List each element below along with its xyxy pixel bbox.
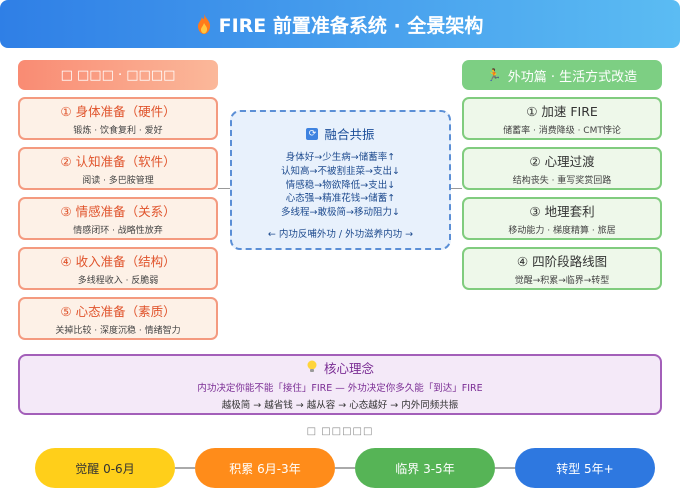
sync-icon: ⟳ — [306, 127, 319, 140]
card-subtitle: 情感闭环 · 战略性放弃 — [73, 226, 163, 236]
card-title: ③ 地理套利 — [529, 204, 595, 219]
card-subtitle: 多线程收入 · 反脆弱 — [77, 276, 159, 286]
fusion-line: 情感稳→物欲降低→支出↓ — [285, 179, 396, 191]
core-title: 核心理念 — [323, 361, 374, 376]
flame-icon — [197, 14, 211, 34]
fusion-line: 心态强→精准花钱→储蓄↑ — [285, 193, 396, 205]
card-subtitle: 移动能力 · 梯度精算 · 旅居 — [508, 226, 616, 236]
stage-transformation: 转型 5年+ — [515, 448, 655, 488]
timeline-connector — [495, 467, 515, 469]
right-card-roadmap: ④ 四阶段路线图 觉醒→积累→临界→转型 — [462, 247, 662, 290]
core-idea-box: 核心理念 内功决定你能不能「接住」FIRE — 外功决定你多久能「到达」FIRE… — [18, 354, 662, 415]
card-title: ② 心理过渡 — [529, 154, 595, 169]
left-section-title: □ □□□ · □□□□ — [60, 67, 176, 83]
card-title: ④ 四阶段路线图 — [516, 254, 608, 269]
fusion-title: 融合共振 — [324, 127, 375, 142]
stage-accumulation: 积累 6月-3年 — [195, 448, 335, 488]
page-title: FIRE 前置准备系统 · 全景架构 — [218, 14, 484, 37]
right-section-title: 外功篇 · 生活方式改造 — [507, 69, 638, 85]
fusion-line: 身体好→少生病→储蓄率↑ — [285, 152, 396, 163]
card-subtitle: 关掉比较 · 深度沉稳 · 情绪智力 — [55, 326, 181, 336]
fusion-line: 多线程→敢极简→移动阻力↓ — [281, 207, 400, 219]
card-subtitle: 觉醒→积累→临界→转型 — [514, 276, 610, 286]
left-card-body: ① 身体准备（硬件） 锻炼 · 饮食复利 · 爱好 — [18, 97, 218, 140]
core-line-1: 内功决定你能不能「接住」FIRE — 外功决定你多久能「到达」FIRE — [197, 383, 483, 394]
stage-awakening: 觉醒 0-6月 — [35, 448, 175, 488]
core-line-2: 越极简 → 越省钱 → 越从容 → 心态越好 → 内外同频共振 — [221, 400, 459, 411]
left-card-emotion: ③ 情感准备（关系） 情感闭环 · 战略性放弃 — [18, 197, 218, 240]
left-section-header: □ □□□ · □□□□ — [18, 60, 218, 90]
card-subtitle: 阅读 · 多巴胺管理 — [82, 176, 154, 186]
fusion-box: ⟳ 融合共振 身体好→少生病→储蓄率↑ 认知高→不被割韭菜→支出↓ 情感稳→物欲… — [230, 110, 451, 250]
card-title: ⑤ 心态准备（素质） — [60, 304, 176, 319]
fusion-line: 认知高→不被割韭菜→支出↓ — [281, 165, 400, 177]
card-title: ① 身体准备（硬件） — [60, 104, 176, 119]
right-card-geo-arbitrage: ③ 地理套利 移动能力 · 梯度精算 · 旅居 — [462, 197, 662, 240]
left-card-cognition: ② 认知准备（软件） 阅读 · 多巴胺管理 — [18, 147, 218, 190]
left-card-income: ④ 收入准备（结构） 多线程收入 · 反脆弱 — [18, 247, 218, 290]
right-card-transition: ② 心理过渡 结构丧失 · 重写奖赏回路 — [462, 147, 662, 190]
card-title: ③ 情感准备（关系） — [60, 204, 176, 219]
card-title: ② 认知准备（软件） — [60, 154, 176, 169]
left-card-mindset: ⑤ 心态准备（素质） 关掉比较 · 深度沉稳 · 情绪智力 — [18, 297, 218, 340]
runner-icon: 🏃 — [486, 68, 502, 82]
right-card-accelerate: ① 加速 FIRE 储蓄率 · 消费降级 · CMT悖论 — [462, 97, 662, 140]
timeline-title: □ □□□□□ — [306, 426, 374, 437]
right-section-header: 🏃 外功篇 · 生活方式改造 — [462, 60, 662, 90]
card-subtitle: 锻炼 · 饮食复利 · 爱好 — [73, 126, 163, 136]
lightbulb-icon — [306, 360, 318, 376]
card-title: ① 加速 FIRE — [526, 104, 598, 119]
right-connector — [451, 188, 462, 189]
fusion-footer: ← 内功反哺外功 / 外功滋养内功 → — [267, 228, 414, 240]
card-title: ④ 收入准备（结构） — [60, 254, 176, 269]
stage-threshold: 临界 3-5年 — [355, 448, 495, 488]
timeline-connector — [335, 467, 355, 469]
page-header: FIRE 前置准备系统 · 全景架构 — [0, 0, 680, 48]
timeline-connector — [175, 467, 195, 469]
left-connector — [218, 188, 230, 189]
card-subtitle: 储蓄率 · 消费降级 · CMT悖论 — [503, 126, 621, 136]
card-subtitle: 结构丧失 · 重写奖赏回路 — [512, 176, 612, 186]
